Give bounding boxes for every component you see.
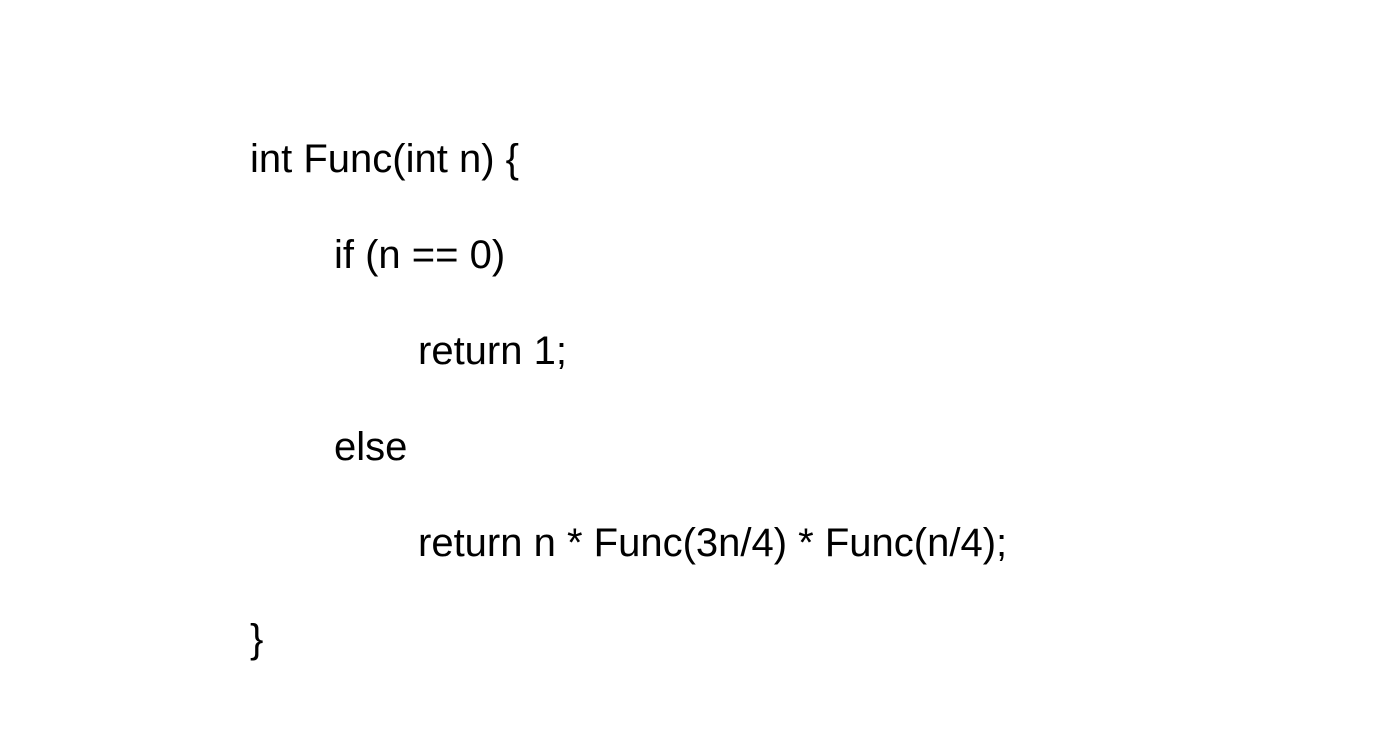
code-line-if-condition: if (n == 0): [334, 233, 506, 277]
code-line-return-base: return 1;: [418, 329, 567, 373]
code-line-return-recursive: return n * Func(3n/4) * Func(n/4);: [418, 521, 1008, 565]
code-line-function-signature: int Func(int n) {: [250, 137, 520, 181]
code-line-closing-brace: }: [250, 617, 264, 661]
code-line-else: else: [334, 425, 408, 469]
